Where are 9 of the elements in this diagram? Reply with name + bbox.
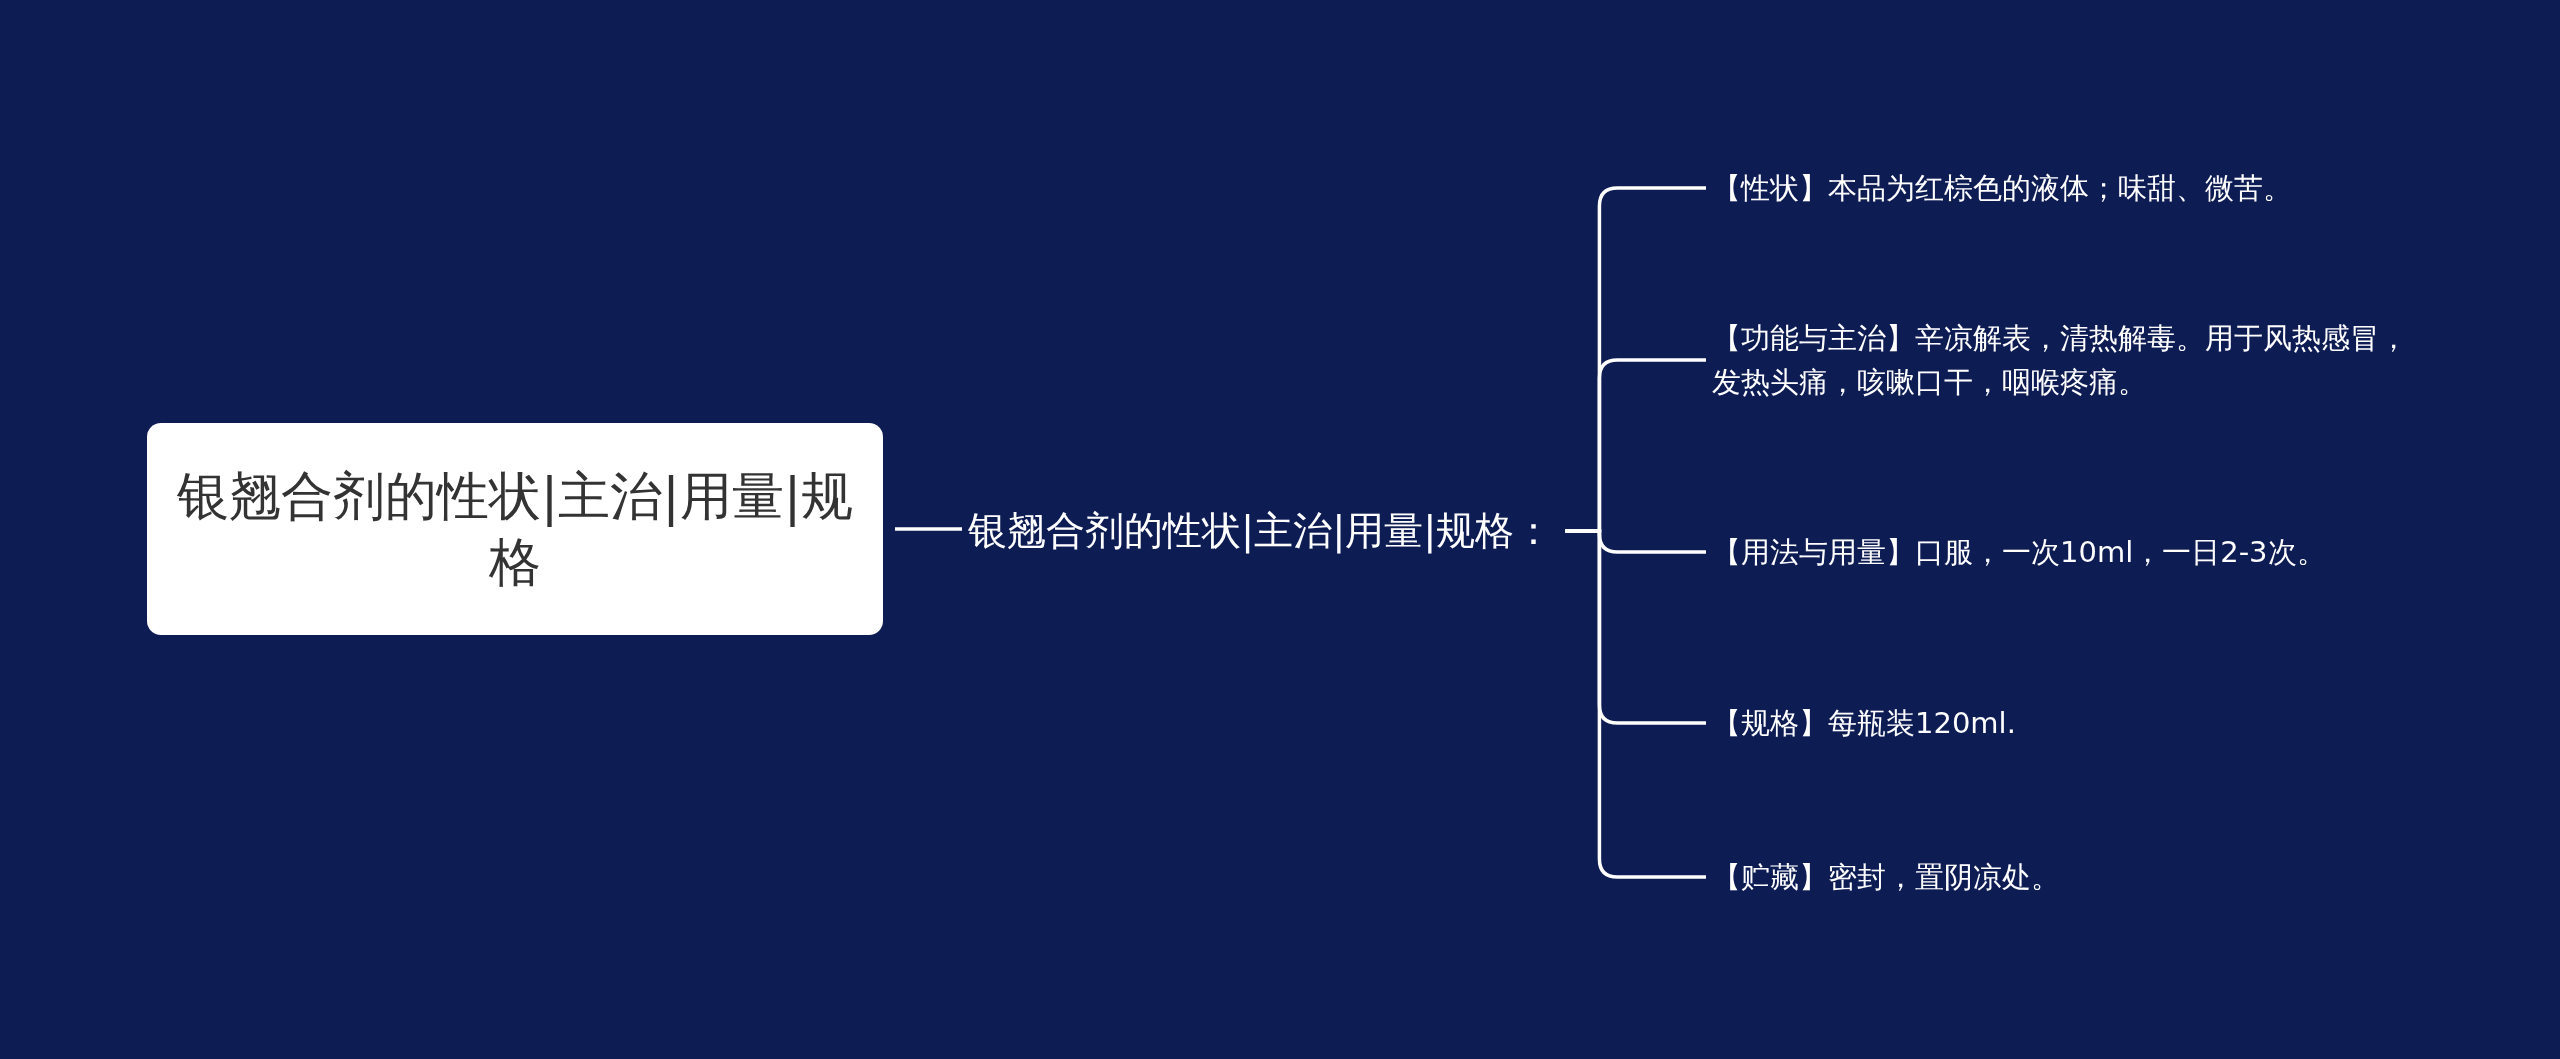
connector-line bbox=[1565, 529, 1706, 879]
connector-line bbox=[895, 527, 962, 531]
branch-text: 【贮藏】密封，置阴凉处。 bbox=[1712, 855, 2432, 899]
branch-text: 【性状】本品为红棕色的液体；味甜、微苦。 bbox=[1712, 166, 2432, 210]
branch-text: 【用法与用量】口服，一次10ml，一日2-3次。 bbox=[1712, 530, 2432, 574]
central-topic-box: 银翘合剂的性状|主治|用量|规格 bbox=[147, 423, 883, 635]
topic-label: 银翘合剂的性状|主治|用量|规格： bbox=[968, 504, 1554, 558]
branch-text: 【功能与主治】辛凉解表，清热解毒。用于风热感冒，发热头痛，咳嗽口干，咽喉疼痛。 bbox=[1712, 316, 2432, 404]
branch-text: 【规格】每瓶装120ml. bbox=[1712, 701, 2432, 745]
